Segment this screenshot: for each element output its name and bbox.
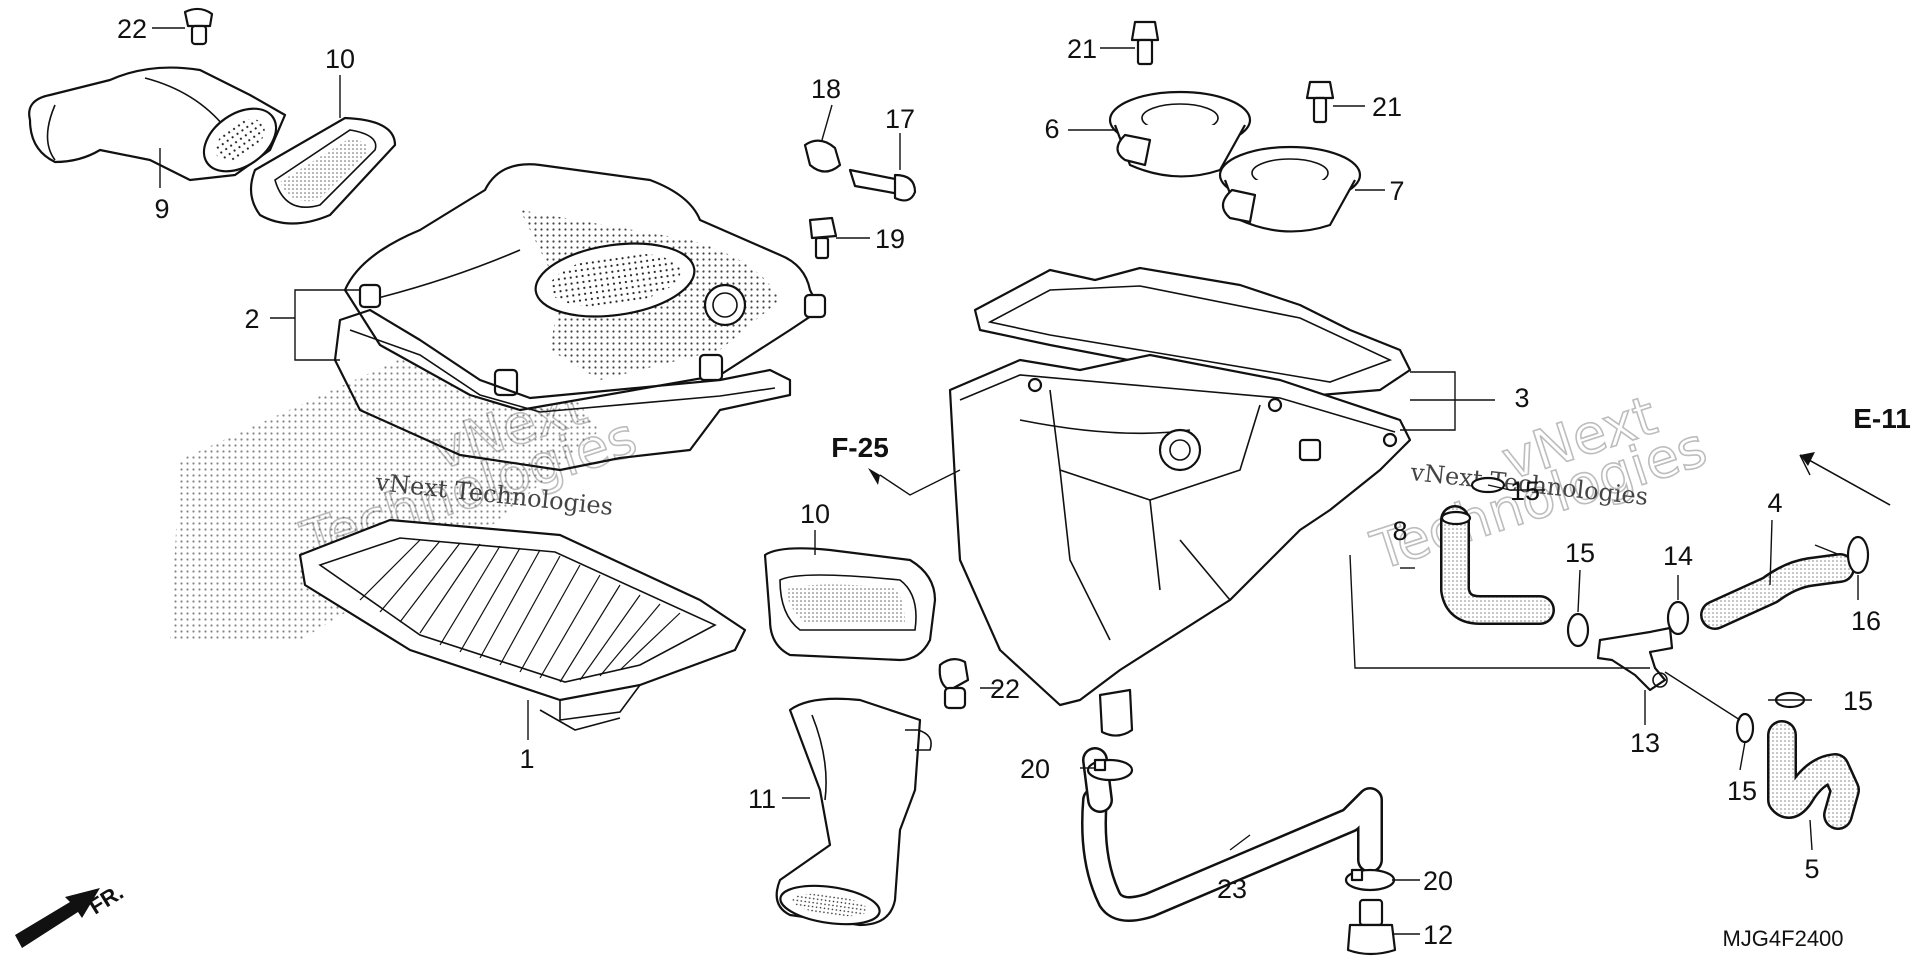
clamp-20-upper — [1086, 758, 1134, 782]
leader-lines — [152, 27, 1891, 935]
callout-16: 16 — [1851, 606, 1881, 636]
duct-seal-10-lower — [763, 547, 937, 662]
clip-22-lower — [938, 658, 970, 710]
air-cleaner-case-3 — [948, 266, 1412, 737]
screw-21-right — [1305, 80, 1335, 124]
callout-4: 4 — [1767, 488, 1782, 518]
callout-9: 9 — [154, 194, 169, 224]
callout-19: 19 — [875, 224, 905, 254]
callout-20-lower: 20 — [1423, 866, 1453, 896]
callout-13: 13 — [1630, 728, 1660, 758]
air-filter-1 — [298, 518, 747, 731]
clip-22-upper — [183, 7, 214, 46]
clip-15-b — [1566, 612, 1590, 648]
air-cleaner-cover-2 — [333, 163, 827, 472]
hose-4 — [1700, 553, 1855, 630]
callout-23: 23 — [1217, 874, 1247, 904]
callout-15-b: 15 — [1565, 538, 1595, 568]
clip-14 — [1666, 600, 1690, 636]
callout-20-upper: 20 — [1020, 754, 1050, 784]
front-label: FR. — [84, 879, 127, 919]
clamp-20-lower — [1344, 868, 1396, 892]
callout-11: 11 — [748, 784, 776, 814]
intake-duct-9 — [28, 66, 287, 182]
lower-duct-11 — [775, 697, 932, 927]
bolt-17 — [848, 168, 917, 202]
t-joint-13 — [1596, 626, 1674, 692]
callout-8: 8 — [1392, 516, 1407, 546]
air-funnel-7 — [1218, 145, 1362, 233]
callout-15-a: 15 — [1510, 476, 1540, 506]
front-arrow-icon — [15, 888, 100, 948]
duct-seal-10-upper — [249, 116, 397, 225]
screw-21-upper — [1130, 20, 1160, 66]
ref-f25: F-25 — [831, 432, 889, 463]
callout-21-upper: 21 — [1067, 34, 1097, 64]
callout-1: 1 — [519, 744, 534, 774]
callout-18: 18 — [811, 74, 841, 104]
callout-22-upper: 22 — [117, 14, 147, 44]
air-funnel-6 — [1108, 90, 1252, 178]
grommet-18 — [803, 139, 842, 173]
callout-15-d: 15 — [1727, 776, 1757, 806]
callout-3: 3 — [1514, 383, 1529, 413]
callout-22-lower: 22 — [990, 674, 1020, 704]
reference-arrows — [15, 452, 1891, 948]
hose-8 — [1440, 505, 1555, 625]
callout-21-right: 21 — [1372, 92, 1402, 122]
callout-17: 17 — [885, 104, 915, 134]
callout-2: 2 — [244, 304, 259, 334]
callout-10-upper: 10 — [325, 44, 355, 74]
bolt-19 — [808, 216, 838, 260]
callout-15-c: 15 — [1843, 686, 1873, 716]
callout-numbers: 1 2 3 4 5 6 7 8 9 10 10 11 12 13 14 15 1… — [117, 14, 1881, 950]
clip-15-d — [1735, 712, 1755, 744]
stipple-shadow — [170, 350, 600, 640]
callout-14: 14 — [1663, 541, 1693, 571]
clip-16 — [1846, 535, 1870, 575]
callout-5: 5 — [1804, 854, 1819, 884]
drain-plug-12 — [1346, 898, 1397, 956]
callout-6: 6 — [1044, 114, 1059, 144]
callout-10-lower: 10 — [800, 499, 830, 529]
ref-e11: E-11 — [1853, 403, 1911, 434]
drawing-code: MJG4F2400 — [1722, 926, 1843, 951]
callout-12: 12 — [1423, 920, 1453, 950]
callout-7: 7 — [1389, 176, 1404, 206]
hose-5 — [1767, 720, 1860, 830]
